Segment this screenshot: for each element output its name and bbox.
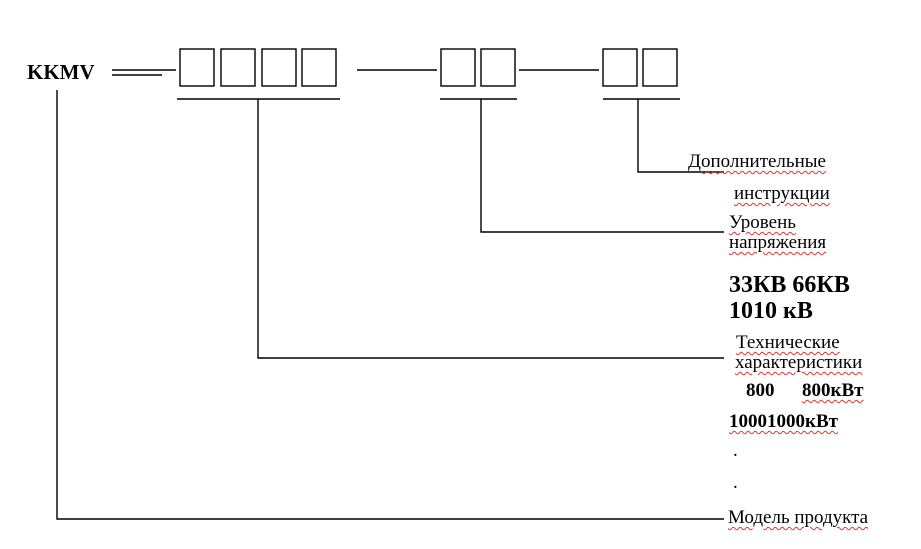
code-box-5 [440,48,476,87]
leader-additional [637,99,724,173]
tech-value-1000kw: 10001000кВт [729,411,838,432]
label-voltage-line1: Уровень [729,212,796,233]
label-tech-line1: Технические [736,332,840,353]
leader-voltage [480,99,724,233]
label-additional-line1: Дополнительные [688,151,826,172]
leader-model [56,90,724,520]
ellipsis-dot-2: . [733,472,738,493]
ellipsis-dot-1: . [733,440,738,461]
code-box-1 [179,48,215,87]
leader-tech [257,99,724,359]
product-prefix: KKMV [27,60,95,84]
label-tech-line2: характеристики [735,352,863,373]
voltage-values-line2: 1010 кВ [729,298,813,324]
code-box-8 [642,48,678,87]
code-box-6 [480,48,516,87]
label-additional-line2: инструкции [734,183,830,204]
code-box-2 [220,48,256,87]
code-box-3 [261,48,297,87]
code-box-4 [301,48,337,87]
label-product-model: Модель продукта [728,507,869,528]
tech-value-800kw: 800кВт [802,380,864,401]
voltage-values-line1: 33КВ 66КВ [729,272,850,298]
label-voltage-line2: напряжения [729,232,827,253]
tech-value-800: 800 [746,380,775,401]
code-box-7 [602,48,638,87]
